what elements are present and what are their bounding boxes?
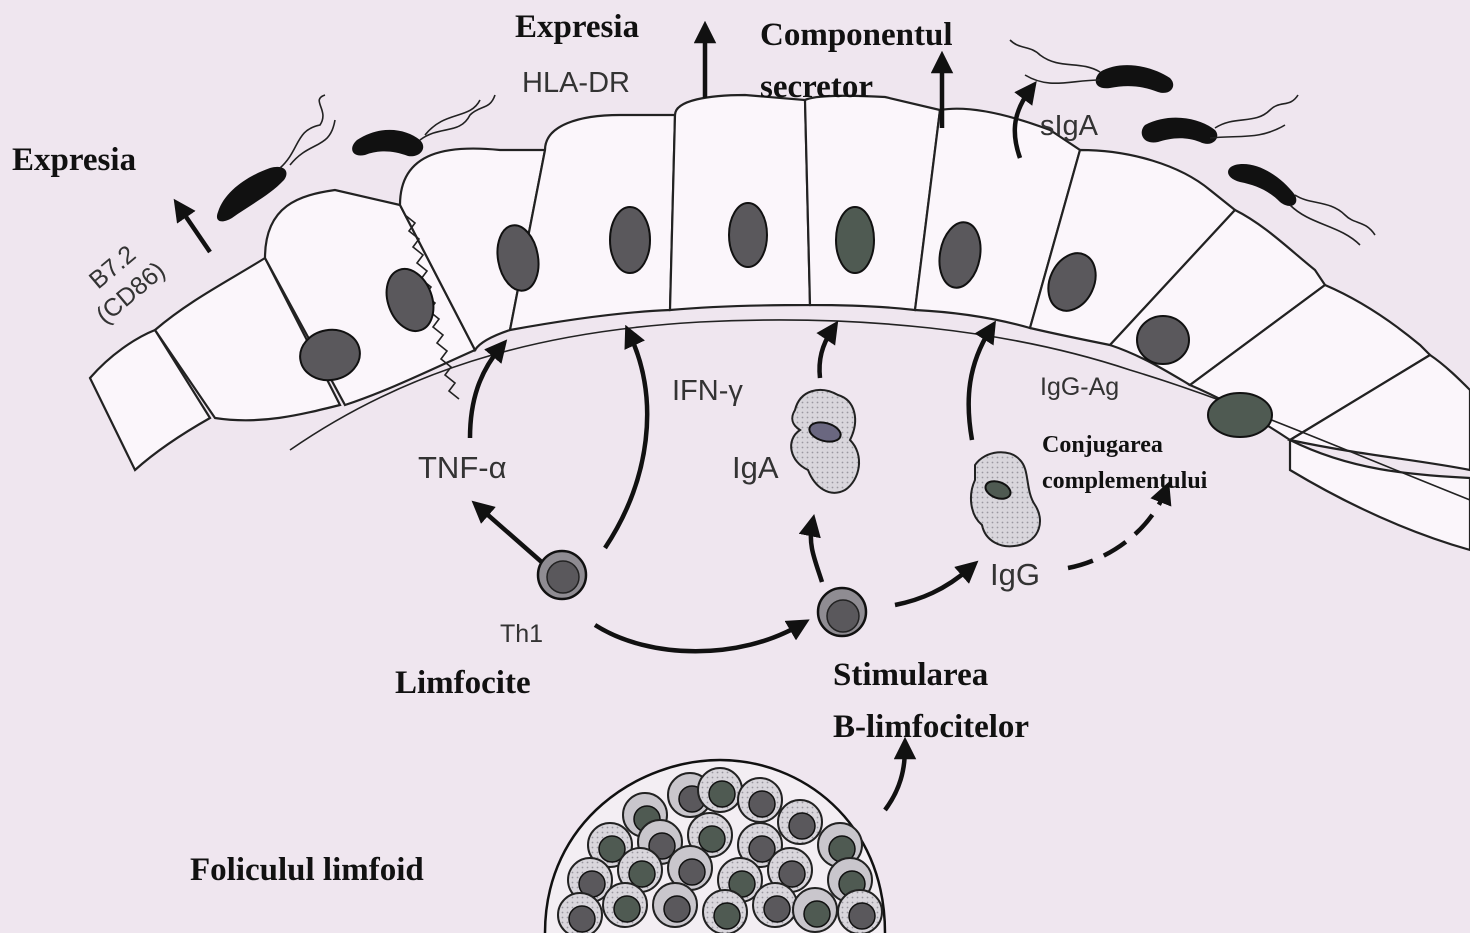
label-siga: sIgA [1040, 110, 1099, 142]
nucleus [1137, 316, 1189, 364]
label-tnf: TNF-α [418, 450, 507, 485]
arrow-th1-ifn [605, 335, 647, 548]
bacterium [1010, 40, 1173, 93]
bacterium [1142, 95, 1298, 144]
nucleus [729, 203, 767, 267]
label-igg-ag: IgG-Ag [1040, 373, 1119, 401]
arrow-igg-up [969, 330, 990, 440]
nucleus [836, 207, 874, 273]
b-cell [818, 588, 866, 636]
follicle-lymphocyte [698, 768, 742, 812]
epithelial-cell [670, 95, 810, 310]
follicle-lymphocyte [753, 883, 797, 927]
arrow-th1-tnf [480, 508, 545, 565]
label-th1: Th1 [500, 620, 543, 648]
bacterium [352, 95, 495, 156]
plasma-cell-iga [791, 390, 859, 493]
follicle-lymphocyte [558, 893, 602, 933]
follicle-lymphocyte [653, 883, 697, 927]
follicle-lymphocyte [738, 778, 782, 822]
label-expresia-top: Expresia [515, 9, 639, 45]
arrow-b72 [180, 208, 210, 252]
label-componentul: Componentul [760, 17, 953, 53]
epithelial-cell [510, 115, 675, 330]
arrow-b-igg [895, 568, 970, 605]
follicle-lymphocyte [603, 883, 647, 927]
arrow-b-iga [811, 525, 822, 582]
arrow-follicle [885, 748, 905, 810]
arrow-igg-complement [1068, 492, 1165, 568]
label-ifn: IFN-γ [672, 375, 743, 407]
label-stimularea: Stimularea [833, 657, 988, 693]
label-conjugarea: Conjugarea [1042, 432, 1163, 458]
epithelium [90, 95, 1470, 550]
label-limfocite: Limfocite [395, 665, 531, 701]
th1-cell [538, 551, 586, 599]
nucleus [1208, 393, 1272, 437]
arrow-tnf-up [470, 348, 500, 438]
label-b-limfocitelor: B-limfocitelor [833, 709, 1029, 745]
follicle-lymphocyte [838, 890, 882, 933]
label-iga: IgA [732, 450, 779, 485]
follicle-lymphocyte [778, 800, 822, 844]
plasma-cell-igg [971, 452, 1040, 546]
follicle-lymphocyte [703, 890, 747, 933]
label-hla-dr: HLA-DR [522, 67, 630, 99]
follicle-lymphocyte [793, 888, 837, 932]
arrow-iga-up [820, 330, 833, 378]
lymphoid-follicle [545, 760, 885, 933]
arrow-th1-b [595, 625, 800, 651]
label-expresia-left: Expresia [12, 142, 136, 178]
label-igg: IgG [990, 557, 1040, 592]
label-secretor: secretor [760, 69, 873, 105]
nucleus [610, 207, 650, 273]
follicle-cells [558, 768, 882, 933]
label-complementului: complementului [1042, 468, 1208, 494]
label-foliculul: Foliculul limfoid [190, 852, 424, 888]
